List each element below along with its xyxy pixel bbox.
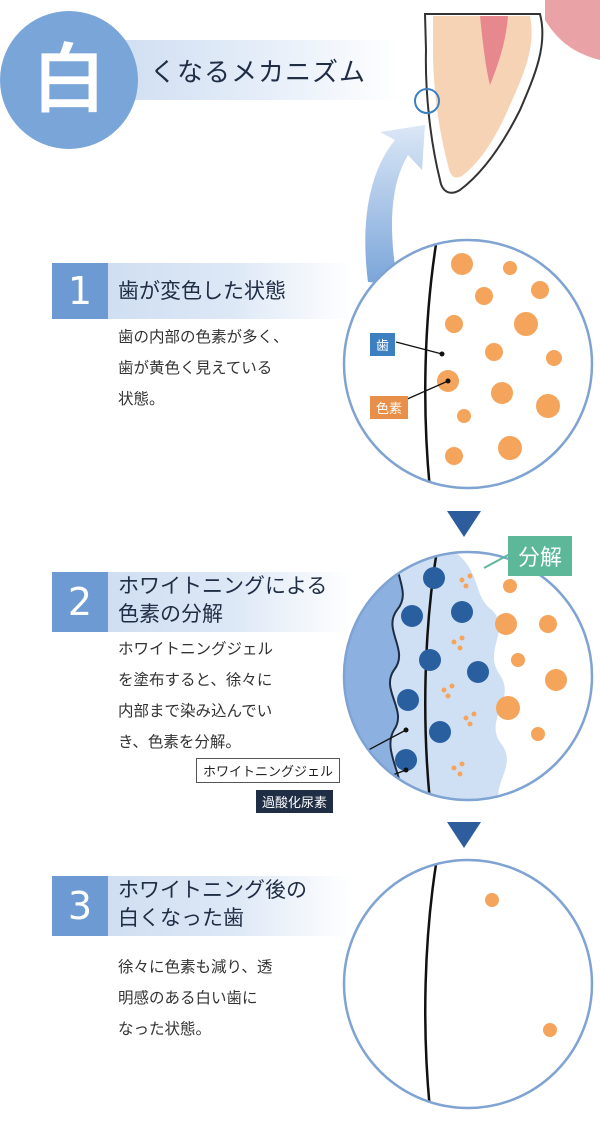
header-kanji: 白 [32,37,106,123]
magnify-marker [414,88,440,114]
down-arrow-2 [447,822,481,848]
step2-title-line: 色素の分解 [118,602,223,626]
step1-desc-line: 状態。 [118,390,165,408]
step3-description: 徐々に色素も減り、透 明感のある白い歯に なった状態。 [118,952,272,1045]
label-pigment: 色素 [370,396,409,419]
gum [545,0,600,60]
step2-circle-diagram [342,550,594,802]
pigment-dots [485,893,557,1037]
header-title: くなるメカニズム [150,58,367,88]
step1-desc-line: 歯が黄色く見えている [118,359,273,377]
tooth-pulp [480,16,508,85]
step1-desc-line: 歯の内部の色素が多く、 [118,328,289,346]
decompose-pointer [483,553,511,569]
step1-number: 1 [52,263,108,319]
label-tooth: 歯 [370,333,396,356]
peroxide-dots [395,567,489,771]
step3-number: 3 [52,876,108,936]
step3-desc-line: 明感のある白い歯に [118,989,258,1007]
enamel-line [424,860,439,1108]
step3-title-line: 白くなった歯 [118,906,244,930]
step3-desc-line: 徐々に色素も減り、透 [118,958,273,976]
step1-circle-diagram [342,238,594,490]
step2-title: ホワイトニングによる 色素の分解 [118,572,327,628]
step2-desc-line: を塗布すると、徐々に [118,671,273,689]
down-arrow-1 [447,511,481,537]
step3-title: ホワイトニング後の 白くなった歯 [118,876,307,932]
step2-desc-line: き、色素を分解。 [118,733,241,751]
pigment-dots [437,253,562,465]
step2-desc-line: ホワイトニングジェル [118,640,274,658]
step3-title-line: ホワイトニング後の [118,878,307,902]
enamel-line [424,240,439,488]
step3-circle-diagram [342,858,594,1110]
pigment-dots [495,579,567,741]
step2-description: ホワイトニングジェル を塗布すると、徐々に 内部まで染み込んでい き、色素を分解… [118,634,273,758]
small-pigment-dots [441,573,477,777]
header-circle: 白 [0,11,138,149]
label-peroxide: 過酸化尿素 [256,790,334,813]
tooth-dentin [433,16,532,178]
step1-title: 歯が変色した状態 [118,279,286,303]
label-gel: ホワイトニングジェル [196,758,341,783]
label-decompose: 分解 [508,536,573,576]
step2-title-line: ホワイトニングによる [118,574,328,598]
step1-description: 歯の内部の色素が多く、 歯が黄色く見えている 状態。 [118,322,289,415]
step3-desc-line: なった状態。 [118,1020,212,1038]
tooth-illustration [365,0,600,285]
curved-arrow [365,125,425,285]
step2-desc-line: 内部まで染み込んでい [118,702,273,720]
step2-number: 2 [52,572,108,632]
